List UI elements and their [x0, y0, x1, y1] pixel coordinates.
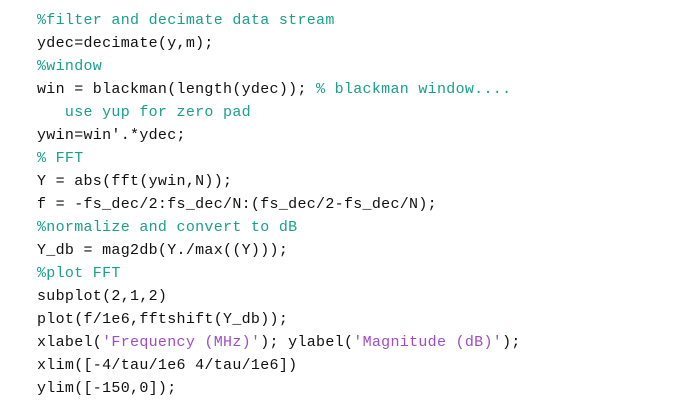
code-line-3: %window [37, 55, 674, 78]
code-token-code: plot(f/1e6,fftshift(Y_db)); [37, 311, 289, 328]
code-line-9: f = -fs_dec/2:fs_dec/N:(fs_dec/2-fs_dec/… [37, 193, 674, 216]
code-token-code: subplot(2,1,2) [37, 288, 168, 305]
code-line-17: ylim([-150,0]); [37, 377, 674, 400]
code-token-comment: % FFT [37, 150, 84, 167]
code-line-13: subplot(2,1,2) [37, 285, 674, 308]
code-line-12: %plot FFT [37, 262, 674, 285]
code-token-code: f = -fs_dec/2:fs_dec/N:(fs_dec/2-fs_dec/… [37, 196, 437, 213]
code-line-2: ydec=decimate(y,m); [37, 32, 674, 55]
code-token-code: Y_db = mag2db(Y./max((Y))); [37, 242, 289, 259]
code-token-code: ); ylabel( [260, 334, 354, 351]
code-token-comment: %filter and decimate data stream [37, 12, 335, 29]
code-line-7: % FFT [37, 147, 674, 170]
code-token-string: 'Frequency (MHz)' [102, 334, 261, 351]
code-line-6: ywin=win'.*ydec; [37, 124, 674, 147]
code-token-comment: % blackman window.... [316, 81, 512, 98]
code-token-code: ywin=win'.*ydec; [37, 127, 186, 144]
code-token-code: ylim([-150,0]); [37, 380, 177, 397]
code-line-14: plot(f/1e6,fftshift(Y_db)); [37, 308, 674, 331]
code-token-comment: %plot FFT [37, 265, 121, 282]
code-line-1: %filter and decimate data stream [37, 9, 674, 32]
code-line-11: Y_db = mag2db(Y./max((Y))); [37, 239, 674, 262]
code-line-5: use yup for zero pad [37, 101, 674, 124]
code-token-code: win = blackman(length(ydec)); [37, 81, 317, 98]
code-token-comment: use yup for zero pad [37, 104, 251, 121]
code-token-code: Y = abs(fft(ywin,N)); [37, 173, 233, 190]
code-token-code: xlabel( [37, 334, 103, 351]
code-token-comment: %normalize and convert to dB [37, 219, 298, 236]
code-line-4: win = blackman(length(ydec)); % blackman… [37, 78, 674, 101]
code-token-code: xlim([-4/tau/1e6 4/tau/1e6]) [37, 357, 298, 374]
code-token-string: 'Magnitude (dB)' [353, 334, 503, 351]
code-token-code: ydec=decimate(y,m); [37, 35, 214, 52]
code-token-code: ); [502, 334, 521, 351]
code-line-10: %normalize and convert to dB [37, 216, 674, 239]
code-line-16: xlim([-4/tau/1e6 4/tau/1e6]) [37, 354, 674, 377]
code-line-15: xlabel('Frequency (MHz)'); ylabel('Magni… [37, 331, 674, 354]
code-token-comment: %window [37, 58, 103, 75]
code-line-8: Y = abs(fft(ywin,N)); [37, 170, 674, 193]
